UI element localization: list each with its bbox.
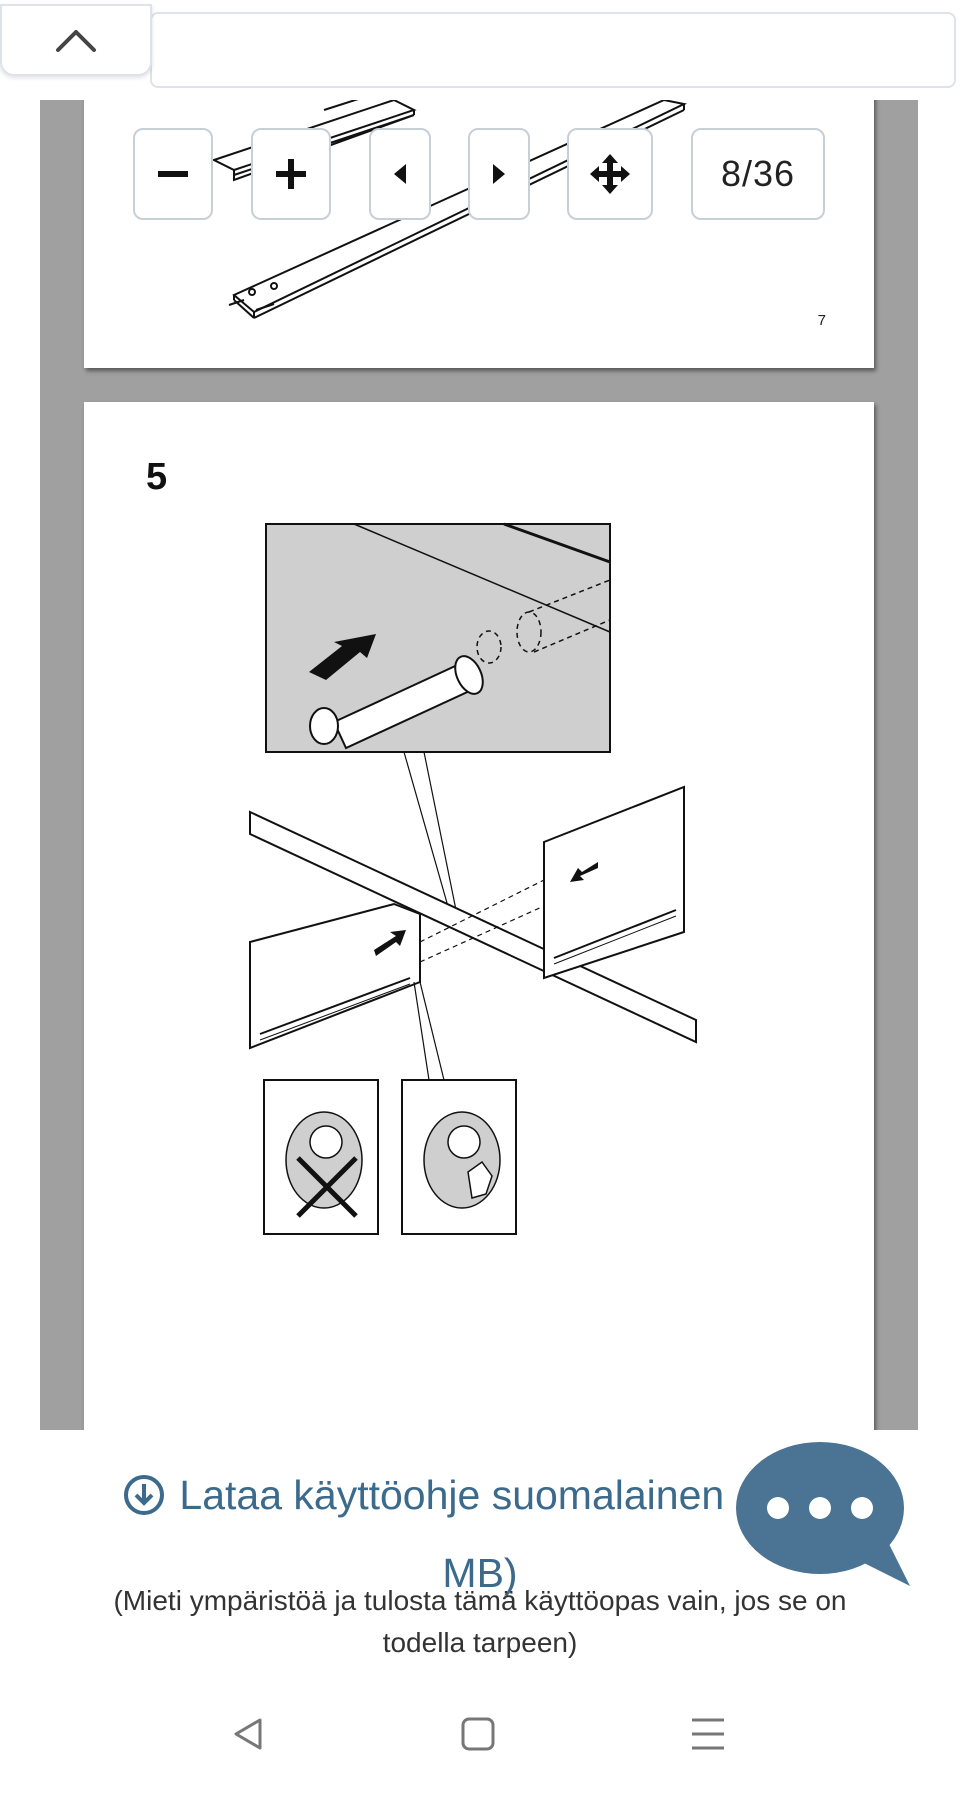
chat-bubble-icon xyxy=(736,1442,910,1586)
page-number: 7 xyxy=(817,312,826,329)
pdf-viewer[interactable]: 7 5 xyxy=(40,100,918,1430)
download-manual-link[interactable]: Lataa käyttöohje suomalainen (P MB) xyxy=(0,1456,960,1612)
next-page-button[interactable] xyxy=(468,128,530,220)
zoom-in-button[interactable] xyxy=(251,128,331,220)
caret-right-icon xyxy=(493,164,505,184)
address-strip[interactable] xyxy=(150,12,956,88)
download-circle-icon xyxy=(124,1475,165,1515)
caret-left-icon xyxy=(394,164,406,184)
minus-icon xyxy=(158,171,188,177)
manual-page-8: 5 xyxy=(84,402,874,1430)
print-note: (Mieti ympäristöä ja tulosta tämä käyttö… xyxy=(0,1580,960,1664)
plus-icon xyxy=(276,159,306,189)
top-bar xyxy=(0,0,960,100)
chevron-up-icon xyxy=(56,30,96,52)
print-note-line1: (Mieti ympäristöä ja tulosta tämä käyttö… xyxy=(113,1585,847,1616)
home-square-icon xyxy=(461,1717,495,1751)
zoom-out-button[interactable] xyxy=(133,128,213,220)
viewer-toolbar: 8/36 xyxy=(40,128,918,220)
nav-home-button[interactable] xyxy=(438,1694,518,1774)
page-counter: 8/36 xyxy=(691,128,825,220)
nav-back-button[interactable] xyxy=(208,1694,288,1774)
download-link-text-line2[interactable]: MB) xyxy=(442,1550,518,1596)
download-link-text-line1[interactable]: Lataa käyttöohje suomalainen (P xyxy=(179,1472,777,1518)
step-number: 5 xyxy=(146,456,168,498)
move-arrows-icon xyxy=(590,154,630,194)
collapse-button[interactable] xyxy=(0,4,152,76)
nav-menu-button[interactable] xyxy=(668,1694,748,1774)
previous-page-button[interactable] xyxy=(369,128,431,220)
print-note-line2: todella tarpeen) xyxy=(382,1627,578,1658)
chat-button[interactable] xyxy=(734,1438,910,1590)
back-triangle-icon xyxy=(234,1718,262,1750)
system-navigation-bar xyxy=(0,1694,960,1774)
menu-lines-icon xyxy=(692,1718,724,1750)
page-counter-text: 8/36 xyxy=(720,153,796,194)
pan-button[interactable] xyxy=(567,128,653,220)
step-5-illustration xyxy=(249,522,697,1235)
